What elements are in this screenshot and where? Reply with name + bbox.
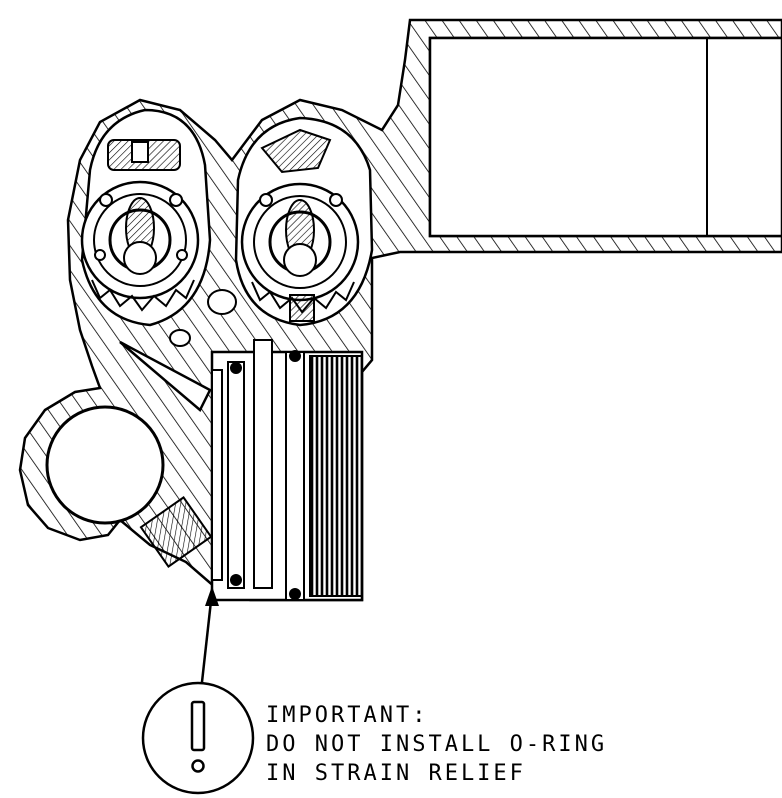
housing-body [18, 18, 782, 602]
warning-note: IMPORTANT: DO NOT INSTALL O-RING IN STRA… [266, 703, 607, 786]
round-port [45, 405, 165, 525]
warning-icon [141, 681, 255, 795]
right-valve-assembly [234, 116, 374, 327]
set-screw [139, 496, 213, 568]
note-line-2: DO NOT INSTALL O-RING [266, 732, 607, 757]
left-valve-assembly [80, 108, 212, 327]
outlet-port-cavity [428, 36, 782, 238]
strain-relief-fitting [210, 339, 364, 602]
note-line-3: IN STRAIN RELIEF [266, 761, 526, 786]
internal-passages [119, 289, 237, 412]
note-line-1: IMPORTANT: [266, 703, 428, 728]
